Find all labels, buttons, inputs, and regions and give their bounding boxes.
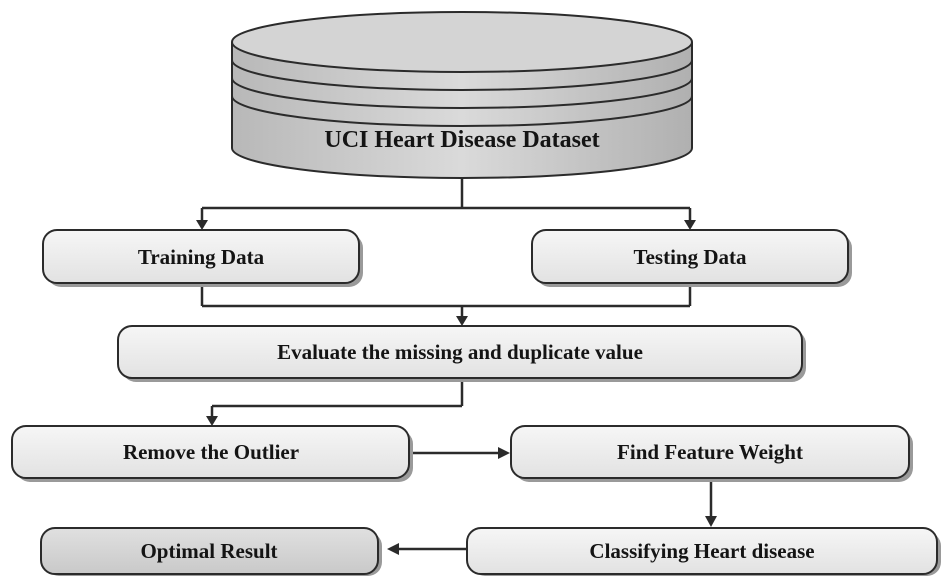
testing-data-box: Testing Data (531, 229, 852, 287)
dataset-label: UCI Heart Disease Dataset (324, 127, 599, 153)
training-data-label: Training Data (138, 245, 265, 269)
remove-outlier-label: Remove the Outlier (123, 440, 299, 464)
classifying-label: Classifying Heart disease (589, 539, 814, 563)
arrow-to-testing (684, 220, 696, 230)
optimal-result-box: Optimal Result (40, 527, 382, 576)
arrow-to-feature (498, 447, 510, 459)
arrow-to-result (387, 543, 399, 555)
optimal-result-label: Optimal Result (140, 539, 277, 563)
arrow-to-evaluate (456, 316, 468, 326)
evaluate-label: Evaluate the missing and duplicate value (277, 340, 643, 364)
feature-weight-box: Find Feature Weight (510, 425, 913, 482)
classifying-box: Classifying Heart disease (466, 527, 941, 576)
remove-outlier-box: Remove the Outlier (11, 425, 413, 482)
arrow-to-classify (705, 516, 717, 527)
training-data-box: Training Data (42, 229, 363, 287)
evaluate-box: Evaluate the missing and duplicate value (117, 325, 806, 382)
edges (196, 178, 717, 555)
testing-data-label: Testing Data (634, 245, 747, 269)
arrow-to-outlier (206, 416, 218, 426)
dataset-cylinder: UCI Heart Disease Dataset (231, 11, 693, 179)
feature-weight-label: Find Feature Weight (617, 440, 803, 464)
arrow-to-training (196, 220, 208, 230)
